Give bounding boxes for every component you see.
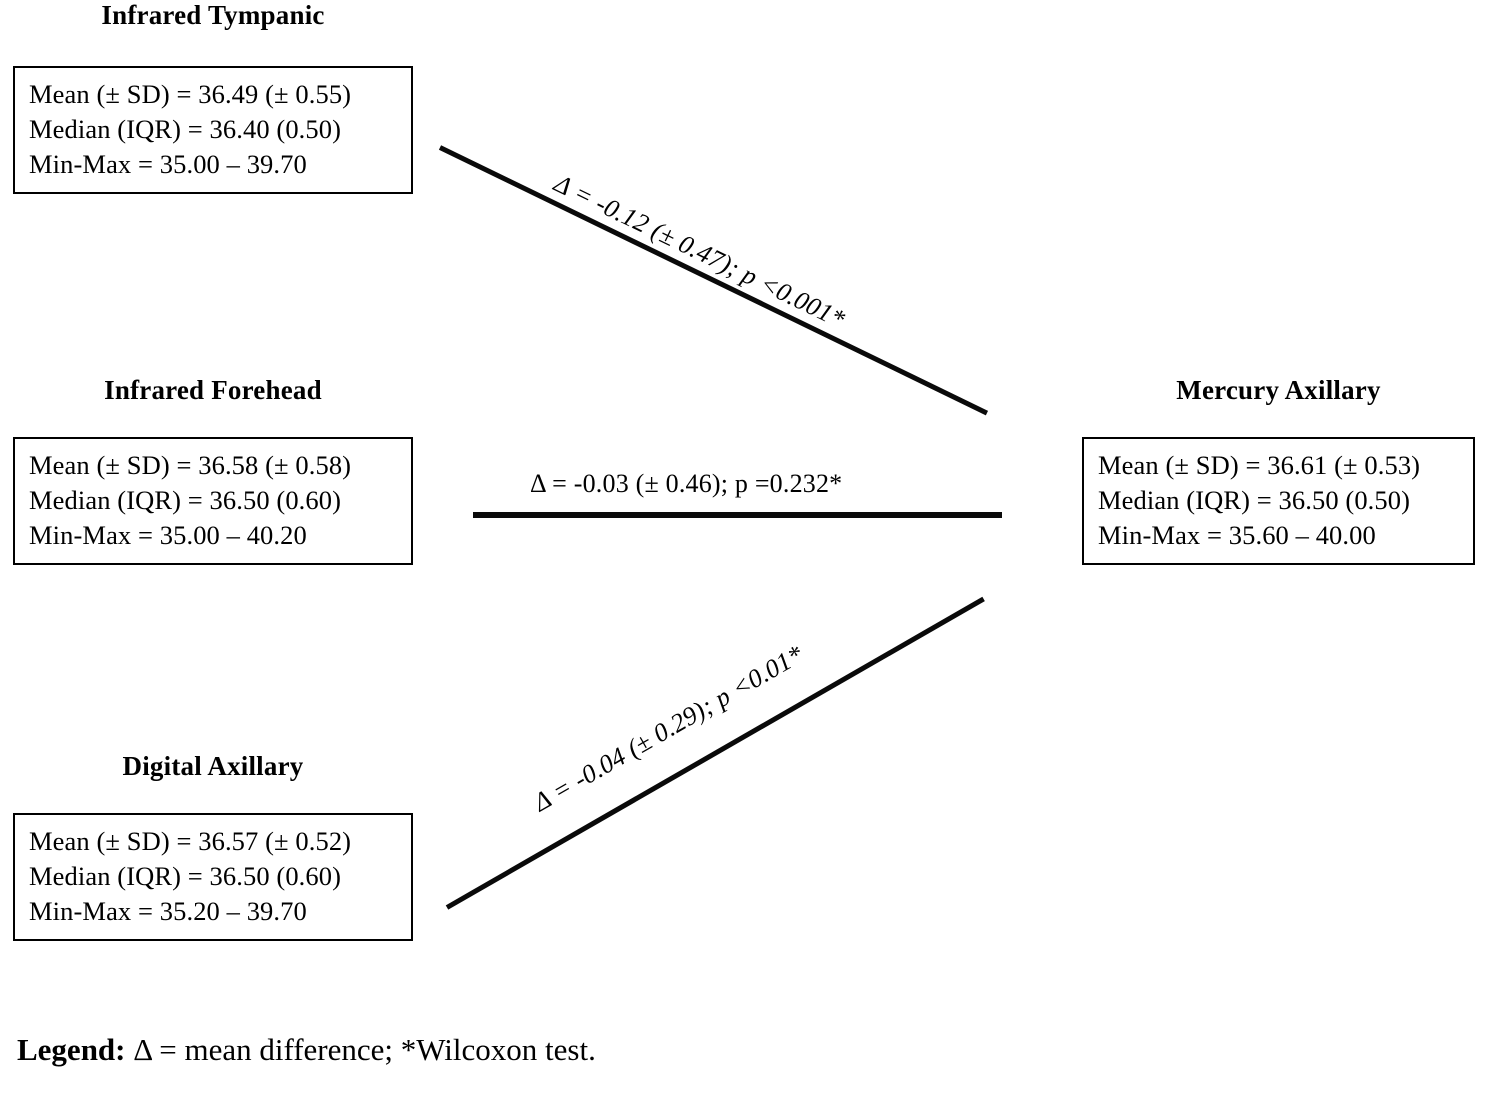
legend-text: Δ = mean difference; *Wilcoxon test. bbox=[125, 1032, 596, 1067]
edge-line-tympanic-mercury bbox=[438, 145, 989, 416]
stat-line-minmax: Min-Max = 35.20 – 39.70 bbox=[29, 896, 307, 926]
edge-label-forehead-mercury: Δ = -0.03 (± 0.46); p =0.232* bbox=[530, 469, 843, 498]
stat-line-median: Median (IQR) = 36.50 (0.60) bbox=[29, 485, 342, 515]
node-title-mercury-axillary: Mercury Axillary bbox=[1176, 375, 1381, 405]
stat-box-mercury-axillary: Mean (± SD) = 36.61 (± 0.53) Median (IQR… bbox=[1082, 437, 1475, 565]
stat-line-median: Median (IQR) = 36.50 (0.50) bbox=[1098, 485, 1411, 515]
edge-line-forehead-mercury bbox=[473, 512, 1002, 518]
stat-line-mean: Mean (± SD) = 36.49 (± 0.55) bbox=[29, 79, 352, 109]
edge-line-digital-mercury bbox=[445, 596, 985, 910]
stat-box-infrared-forehead: Mean (± SD) = 36.58 (± 0.58) Median (IQR… bbox=[13, 437, 413, 565]
legend-lead: Legend: bbox=[17, 1032, 126, 1067]
stat-box-infrared-tympanic: Mean (± SD) = 36.49 (± 0.55) Median (IQR… bbox=[13, 66, 413, 194]
stat-line-median: Median (IQR) = 36.50 (0.60) bbox=[29, 861, 342, 891]
stat-line-mean: Mean (± SD) = 36.57 (± 0.52) bbox=[29, 826, 352, 856]
legend: Legend: Δ = mean difference; *Wilcoxon t… bbox=[17, 1031, 596, 1069]
stat-line-minmax: Min-Max = 35.00 – 39.70 bbox=[29, 149, 307, 179]
stat-box-digital-axillary: Mean (± SD) = 36.57 (± 0.52) Median (IQR… bbox=[13, 813, 413, 941]
node-title-digital-axillary: Digital Axillary bbox=[122, 751, 304, 781]
stat-line-minmax: Min-Max = 35.60 – 40.00 bbox=[1098, 520, 1376, 550]
stat-line-minmax: Min-Max = 35.00 – 40.20 bbox=[29, 520, 307, 550]
edge-label-tympanic-mercury: Δ = -0.12 (± 0.47); p <0.001* bbox=[549, 168, 850, 334]
stat-line-mean: Mean (± SD) = 36.58 (± 0.58) bbox=[29, 450, 352, 480]
stat-line-median: Median (IQR) = 36.40 (0.50) bbox=[29, 114, 342, 144]
stat-line-mean: Mean (± SD) = 36.61 (± 0.53) bbox=[1098, 450, 1421, 480]
node-title-infrared-tympanic: Infrared Tympanic bbox=[101, 0, 325, 30]
node-title-infrared-forehead: Infrared Forehead bbox=[104, 375, 322, 405]
edge-label-digital-mercury: Δ = -0.04 (± 0.29); p <0.01* bbox=[528, 639, 809, 818]
